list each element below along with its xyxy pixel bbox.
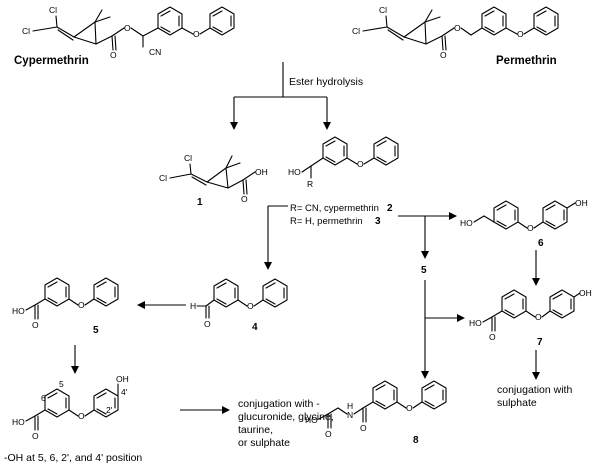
position-2prime-label: 2' <box>106 405 113 415</box>
compound-4-structure: H O O <box>190 278 288 329</box>
atom-h: H <box>190 301 196 311</box>
compound-1-structure: Cl Cl O OH <box>159 153 268 204</box>
atom-n: N <box>347 410 353 420</box>
atom-o: O <box>517 29 524 39</box>
atom-o: O <box>357 159 364 169</box>
atom-cl: Cl <box>184 153 192 163</box>
atom-oh: OH <box>116 374 129 384</box>
atom-cl: Cl <box>379 5 387 15</box>
atom-r: R <box>307 179 313 189</box>
cypermethrin-title: Cypermethrin <box>14 55 89 67</box>
compound-number-5-left: 5 <box>93 325 99 336</box>
atom-oh: OH <box>575 198 588 208</box>
compound-number-5-mid: 5 <box>421 265 427 276</box>
atom-o: O <box>204 319 211 329</box>
compound-number-3: 3 <box>375 216 381 227</box>
permethrin-title: Permethrin <box>496 55 557 67</box>
r-group-line-1: R= CN, cypermethrin <box>290 203 379 214</box>
atom-cl: Cl <box>49 5 57 15</box>
conjugation-left-line-1: conjugation with - <box>238 398 320 410</box>
cypermethrin-structure: Cl Cl O O CN O <box>22 5 235 60</box>
hydroxylation-note: -OH at 5, 6, 2', and 4' position <box>4 452 142 464</box>
atom-o: O <box>124 23 131 33</box>
atom-o: O <box>78 300 85 310</box>
atom-o: O <box>78 411 85 421</box>
atom-o: O <box>454 23 461 33</box>
atom-o: O <box>489 332 496 342</box>
compound-2-3-structure: HO R O <box>288 136 399 189</box>
atom-o: O <box>247 301 254 311</box>
compound-8-structure: HO O N H O O <box>305 380 447 439</box>
atom-o: O <box>32 431 39 441</box>
r-group-line-2: R= H, permethrin <box>290 216 363 227</box>
atom-o: O <box>32 320 39 330</box>
atom-cl: Cl <box>22 26 30 36</box>
atom-ho: HO <box>305 415 318 425</box>
atom-o: O <box>193 29 200 39</box>
conjugation-left-line-3: taurine, <box>238 424 273 436</box>
compound-number-6: 6 <box>538 238 544 249</box>
atom-o: O <box>406 403 413 413</box>
permethrin-structure: Cl Cl O O O <box>352 5 559 60</box>
position-6-label: 6 <box>41 393 46 403</box>
atom-cl: Cl <box>159 173 167 183</box>
atom-h: H <box>347 401 353 411</box>
conjugation-right-line-2: sulphate <box>497 397 537 409</box>
atom-o: O <box>110 50 117 60</box>
position-4prime-label: 4' <box>121 387 128 397</box>
conjugation-right-line-1: conjugation with <box>497 384 572 396</box>
compound-number-1: 1 <box>197 197 203 208</box>
atom-ho: HO <box>12 417 25 427</box>
atom-o: O <box>527 223 534 233</box>
conjugation-left-line-2: glucuronide, glycine, <box>238 411 334 423</box>
atom-oh: OH <box>255 167 268 177</box>
conjugation-left-line-4: or sulphate <box>238 437 290 449</box>
atom-ho: HO <box>460 218 473 228</box>
branch-arrows <box>71 205 540 414</box>
atom-oh: OH <box>579 288 592 298</box>
compound-number-4: 4 <box>252 322 258 333</box>
atom-o: O <box>360 423 367 433</box>
atom-cl: Cl <box>352 26 360 36</box>
compound-number-8: 8 <box>413 435 419 446</box>
atom-ho: HO <box>288 167 301 177</box>
atom-o: O <box>325 429 332 439</box>
atom-o: O <box>440 50 447 60</box>
compound-5-structure: HO O O <box>12 277 119 330</box>
atom-cn: CN <box>149 47 161 57</box>
hydroxylated-metabolite-structure: HO O 6 5 O OH 4' 2' <box>12 374 129 441</box>
compound-6-structure: HO O OH <box>460 198 588 233</box>
ester-hydrolysis-label: Ester hydrolysis <box>289 76 363 88</box>
atom-o: O <box>535 312 542 322</box>
position-5-label: 5 <box>59 379 64 389</box>
atom-o: O <box>241 194 248 204</box>
compound-7-structure: HO O O OH <box>469 288 592 342</box>
atom-ho: HO <box>469 318 482 328</box>
compound-number-2: 2 <box>387 203 393 214</box>
atom-ho: HO <box>12 306 25 316</box>
ester-hydrolysis-arrows <box>230 62 331 130</box>
compound-number-7: 7 <box>537 337 543 348</box>
